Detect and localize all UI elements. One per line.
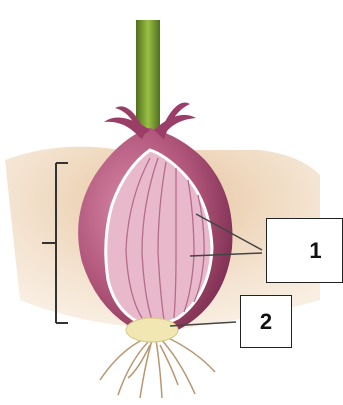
label-2-text: 2 bbox=[260, 309, 272, 335]
basal-plate bbox=[126, 318, 178, 342]
stem bbox=[136, 20, 160, 135]
label-box-1: 1 bbox=[266, 218, 343, 283]
label-1-text: 1 bbox=[309, 238, 321, 264]
label-box-2: 2 bbox=[240, 295, 292, 348]
roots bbox=[100, 336, 215, 398]
